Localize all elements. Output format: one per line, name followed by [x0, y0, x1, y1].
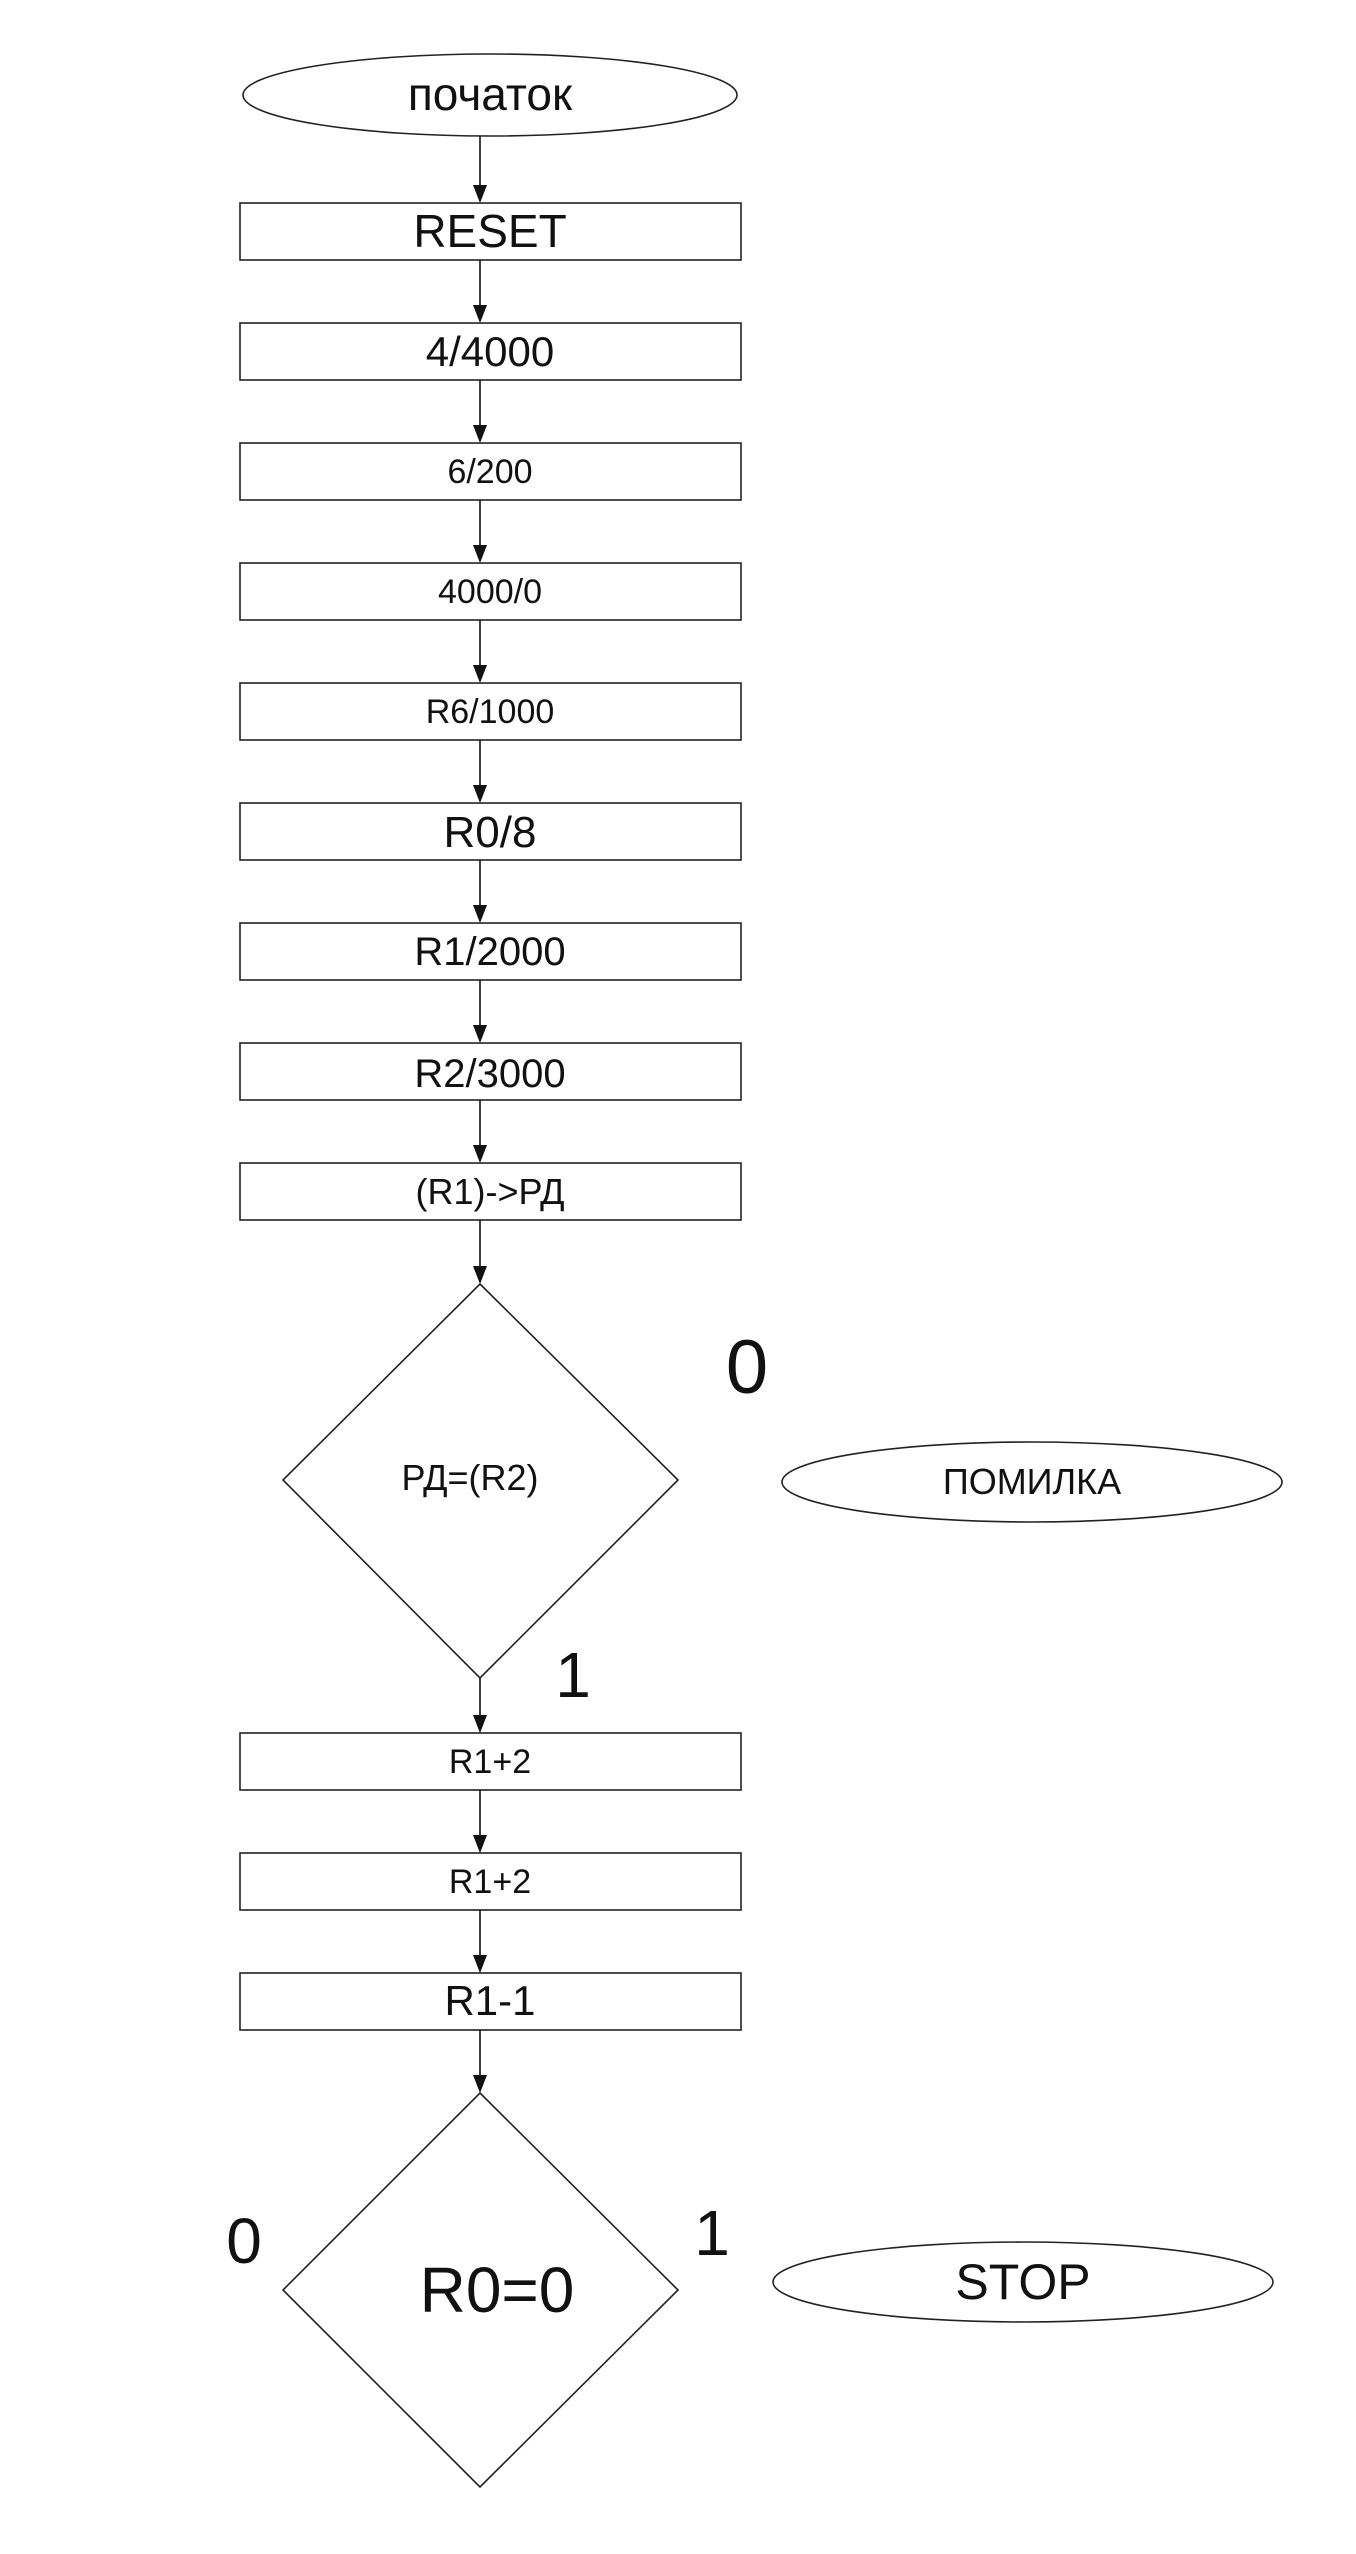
arrowhead — [473, 1955, 487, 1973]
process-box: R1/2000 — [239, 922, 742, 981]
arrowhead — [473, 545, 487, 563]
start-label: початок — [408, 68, 573, 120]
arrowhead — [473, 1145, 487, 1163]
arrowhead — [473, 785, 487, 803]
decision-diamond-1: РД=(R2) — [281, 1282, 680, 1680]
arrowhead — [473, 305, 487, 323]
process-label: R1+2 — [449, 1743, 531, 1781]
process-label: R1-1 — [444, 1977, 535, 2024]
process-label: 6/200 — [447, 453, 532, 491]
process-label: R1+2 — [449, 1863, 531, 1901]
process-box: R6/1000 — [239, 682, 742, 741]
decision-diamond-2: R0=0 — [281, 2091, 680, 2489]
decision-condition: РД=(R2) — [401, 1457, 538, 1498]
process-box: 6/200 — [239, 442, 742, 501]
true-branch-label: 1 — [694, 2197, 730, 2269]
error-label: ПОМИЛКА — [943, 1461, 1121, 1502]
process-box: R1-1 — [239, 1972, 742, 2031]
process-label: R2/3000 — [414, 1052, 565, 1096]
arrowhead — [473, 185, 487, 203]
arrowhead — [473, 905, 487, 923]
stop-terminal: STOP — [772, 2241, 1274, 2323]
process-label: 4/4000 — [426, 328, 554, 375]
arrowhead — [473, 1025, 487, 1043]
process-label: R6/1000 — [426, 693, 555, 731]
process-box: (R1)->РД — [239, 1162, 742, 1221]
process-box: 4/4000 — [239, 322, 742, 381]
process-label: R0/8 — [444, 808, 537, 857]
false-branch-label: 0 — [726, 1325, 768, 1410]
process-box: R1+2 — [239, 1732, 742, 1791]
arrowhead — [473, 1266, 487, 1284]
arrowhead — [473, 665, 487, 683]
start-terminal: початок — [242, 53, 738, 137]
true-branch-label: 1 — [555, 1639, 591, 1711]
process-label: (R1)->РД — [416, 1171, 565, 1212]
process-label: RESET — [413, 205, 566, 257]
process-box-reset: RESET — [239, 202, 742, 261]
arrowhead — [473, 425, 487, 443]
process-box: 4000/0 — [239, 562, 742, 621]
process-box: R2/3000 — [239, 1042, 742, 1101]
process-label: R1/2000 — [414, 930, 565, 974]
process-box: R1+2 — [239, 1852, 742, 1911]
arrowhead — [473, 2075, 487, 2093]
arrowhead — [473, 1715, 487, 1733]
stop-label: STOP — [955, 2254, 1090, 2310]
false-branch-label: 0 — [226, 2205, 262, 2277]
error-terminal: ПОМИЛКА — [781, 1441, 1283, 1523]
process-box: R0/8 — [239, 802, 742, 861]
decision-condition: R0=0 — [420, 2254, 575, 2326]
process-label: 4000/0 — [438, 573, 542, 611]
arrowhead — [473, 1835, 487, 1853]
connector-arrows — [473, 136, 487, 2093]
